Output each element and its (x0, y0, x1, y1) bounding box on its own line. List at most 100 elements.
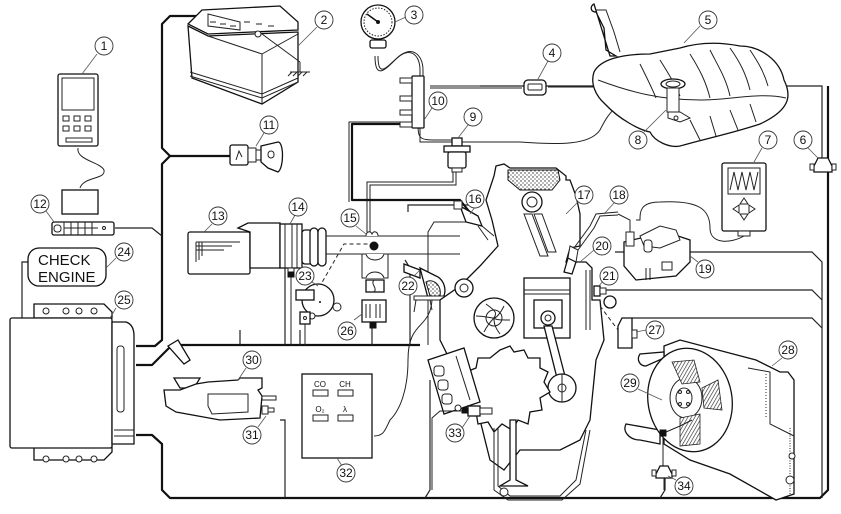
callout-number: 21 (602, 269, 616, 283)
callout-circle (428, 91, 448, 111)
callout-number: 30 (245, 353, 259, 367)
callout-number: 22 (401, 279, 415, 293)
callout-circle (242, 425, 262, 445)
callout-7: 7 (753, 130, 778, 163)
connector-6 (809, 157, 837, 173)
gas-channel-lambda: λ (343, 405, 347, 414)
callout-20: 20 (579, 236, 612, 263)
callout-circle (609, 185, 629, 205)
callout-27: 27 (635, 320, 665, 340)
leader-line (461, 415, 471, 429)
gas-channel-ch: CH (339, 380, 351, 389)
leader-line (579, 249, 595, 263)
callout-14: 14 (288, 197, 308, 225)
callout-circle (574, 185, 594, 205)
callout-circle (793, 130, 813, 150)
check-engine-line1: CHECK (38, 252, 91, 269)
callout-circle (620, 373, 640, 393)
callout-number: 6 (800, 133, 807, 147)
callout-circle (465, 189, 485, 209)
callout-11: 11 (255, 115, 279, 147)
leader-line (643, 109, 667, 133)
fan-connector (651, 465, 677, 490)
callout-4: 4 (537, 43, 562, 80)
callout-circle (599, 266, 619, 286)
fuel-injector (453, 200, 495, 241)
throttle-body (361, 231, 389, 279)
callout-circle (695, 259, 715, 279)
leader-line (81, 53, 98, 75)
idle-air-control-valve (361, 279, 387, 329)
ignition-switch[interactable] (229, 141, 284, 173)
fuel-rail (399, 75, 425, 129)
callout-1: 1 (81, 36, 114, 75)
leader-line (637, 388, 663, 401)
callout-33: 33 (445, 415, 471, 443)
callout-25: 25 (109, 290, 134, 319)
leader-line (753, 147, 763, 163)
leader-line (257, 415, 267, 428)
leader-line (297, 26, 318, 47)
scan-tool[interactable] (57, 73, 105, 215)
callout-number: 26 (340, 324, 354, 338)
callout-number: 19 (698, 262, 712, 276)
callout-circle (698, 10, 718, 30)
fuel-pressure-regulator (443, 137, 471, 173)
gas-channel-co: CO (314, 380, 326, 389)
callout-number: 31 (245, 428, 259, 442)
callout-number: 24 (117, 245, 131, 259)
callout-number: 28 (781, 343, 795, 357)
callout-10: 10 (423, 91, 448, 121)
callout-circle (259, 115, 279, 135)
callout-circle (674, 476, 694, 496)
leader-line (457, 124, 469, 139)
callout-number: 14 (291, 200, 305, 214)
callout-28: 28 (771, 340, 798, 367)
air-filter (187, 222, 281, 275)
callout-circle (314, 10, 334, 30)
callout-number: 8 (635, 133, 642, 147)
callout-15: 15 (340, 208, 367, 235)
leader-line (413, 269, 421, 277)
fuel-pump (660, 78, 692, 123)
callout-12: 12 (30, 194, 55, 223)
diagnostic-connector[interactable] (51, 221, 115, 236)
leader-line (45, 210, 55, 223)
leader-line (353, 313, 363, 321)
callout-number: 20 (595, 239, 609, 253)
ignition-coil (617, 213, 691, 281)
callout-number: 11 (263, 118, 276, 132)
callout-circle (336, 463, 356, 483)
callout-number: 5 (705, 13, 712, 27)
leader-line (423, 107, 433, 121)
callout-number: 18 (612, 188, 626, 202)
callout-circle (542, 43, 562, 63)
callout-number: 25 (117, 293, 131, 307)
callout-circle (94, 36, 114, 56)
callout-circle (463, 107, 483, 127)
fuel-pressure-gauge (360, 4, 396, 49)
callout-circle (445, 423, 465, 443)
oscilloscope[interactable] (636, 162, 767, 242)
callout-6: 6 (793, 130, 819, 159)
callout-circle (242, 350, 262, 370)
leader-line (683, 25, 701, 44)
callout-circle (295, 266, 315, 286)
callout-17: 17 (565, 185, 594, 215)
callout-circle (592, 236, 612, 256)
engine-control-unit (9, 303, 135, 463)
crankshaft-position-sensor (431, 405, 493, 490)
leader-line (289, 214, 296, 225)
callout-16: 16 (465, 189, 485, 215)
callout-circle (114, 290, 134, 310)
callout-number: 15 (343, 211, 357, 225)
spark-plug (563, 211, 619, 275)
throttle-position-sensor (295, 243, 368, 345)
callout-number: 13 (211, 209, 225, 223)
callout-2: 2 (297, 10, 334, 47)
callout-23: 23 (295, 266, 319, 287)
leader-line (689, 255, 699, 263)
callout-30: 30 (237, 350, 262, 381)
coolant-temperature-sensor (593, 285, 617, 309)
